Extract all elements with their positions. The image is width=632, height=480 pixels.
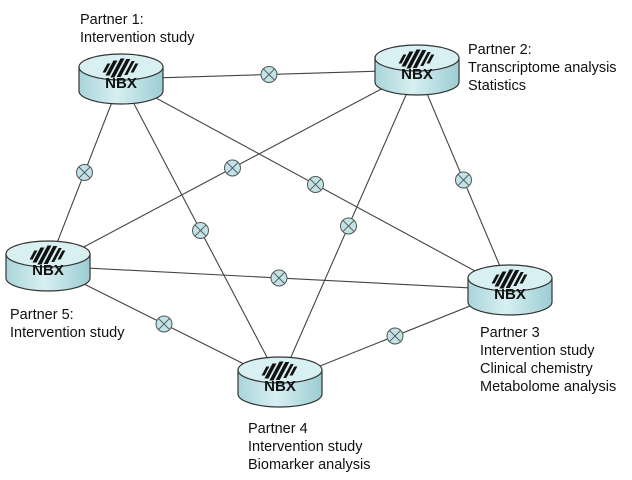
partner-2-name: Partner 2: (468, 42, 532, 58)
node-logo-icon (398, 49, 435, 69)
connector-p2-p4-circle-cross-icon (340, 217, 357, 235)
connector-p1-p4-circle-cross-icon (192, 222, 209, 239)
node-badge-text: NBX (32, 262, 64, 279)
partner-3-role-3: Metabolome analysis (480, 379, 617, 395)
node-logo-icon (491, 269, 528, 289)
partner-1-name: Partner 1: (80, 12, 144, 28)
partner-1-role-1: Intervention study (80, 30, 195, 46)
nodes-layer: NBX NBX NBX NBX NBX (5, 44, 553, 408)
connector-p1-p5-circle-cross-icon (76, 164, 93, 181)
node-badge-text: NBX (494, 286, 526, 303)
connector-p1-p3-circle-cross-icon (307, 176, 324, 193)
partner-2-role-2: Statistics (468, 78, 527, 94)
connector-p2-p3-circle-cross-icon (455, 171, 472, 189)
node-p2-server-cylinder-icon: NBX (374, 44, 460, 96)
connector-p1-p2-circle-cross-icon (260, 66, 278, 83)
connector-p2-p5-circle-cross-icon (224, 159, 241, 177)
partner-5-role-1: Intervention study (10, 325, 125, 341)
partner-3-role-2: Clinical chemistry (480, 361, 593, 377)
node-logo-icon (29, 245, 66, 265)
connector-p5-p4-circle-cross-icon (155, 315, 173, 333)
partner-4-name: Partner 4 (248, 421, 308, 437)
partner-5-label: Partner 5: Intervention study (10, 306, 124, 342)
partner-2-label: Partner 2: Transcriptome analysis Statis… (468, 41, 617, 95)
partner-4-label: Partner 4 Intervention study Biomarker a… (248, 420, 371, 474)
partner-3-name: Partner 3 (480, 325, 540, 341)
node-p1-server-cylinder-icon: NBX (78, 53, 164, 105)
partner-4-role-1: Intervention study (248, 439, 363, 455)
connectors-layer (76, 66, 472, 345)
node-badge-text: NBX (264, 378, 296, 395)
node-p5-server-cylinder-icon: NBX (5, 240, 91, 292)
node-p3-server-cylinder-icon: NBX (467, 264, 553, 316)
connector-p4-p3-circle-cross-icon (386, 327, 404, 345)
node-logo-icon (261, 361, 298, 381)
partner-1-label: Partner 1: Intervention study (80, 11, 194, 47)
partner-5-name: Partner 5: (10, 307, 74, 323)
connector-p5-p3-circle-cross-icon (270, 269, 288, 287)
node-logo-icon (102, 58, 139, 78)
node-p4-server-cylinder-icon: NBX (237, 356, 323, 408)
node-badge-text: NBX (105, 75, 137, 92)
partner-3-role-1: Intervention study (480, 343, 595, 359)
partner-3-label: Partner 3 Intervention study Clinical ch… (480, 324, 616, 396)
partner-4-role-2: Biomarker analysis (248, 457, 371, 473)
node-badge-text: NBX (401, 66, 433, 83)
partner-2-role-1: Transcriptome analysis (468, 60, 617, 76)
